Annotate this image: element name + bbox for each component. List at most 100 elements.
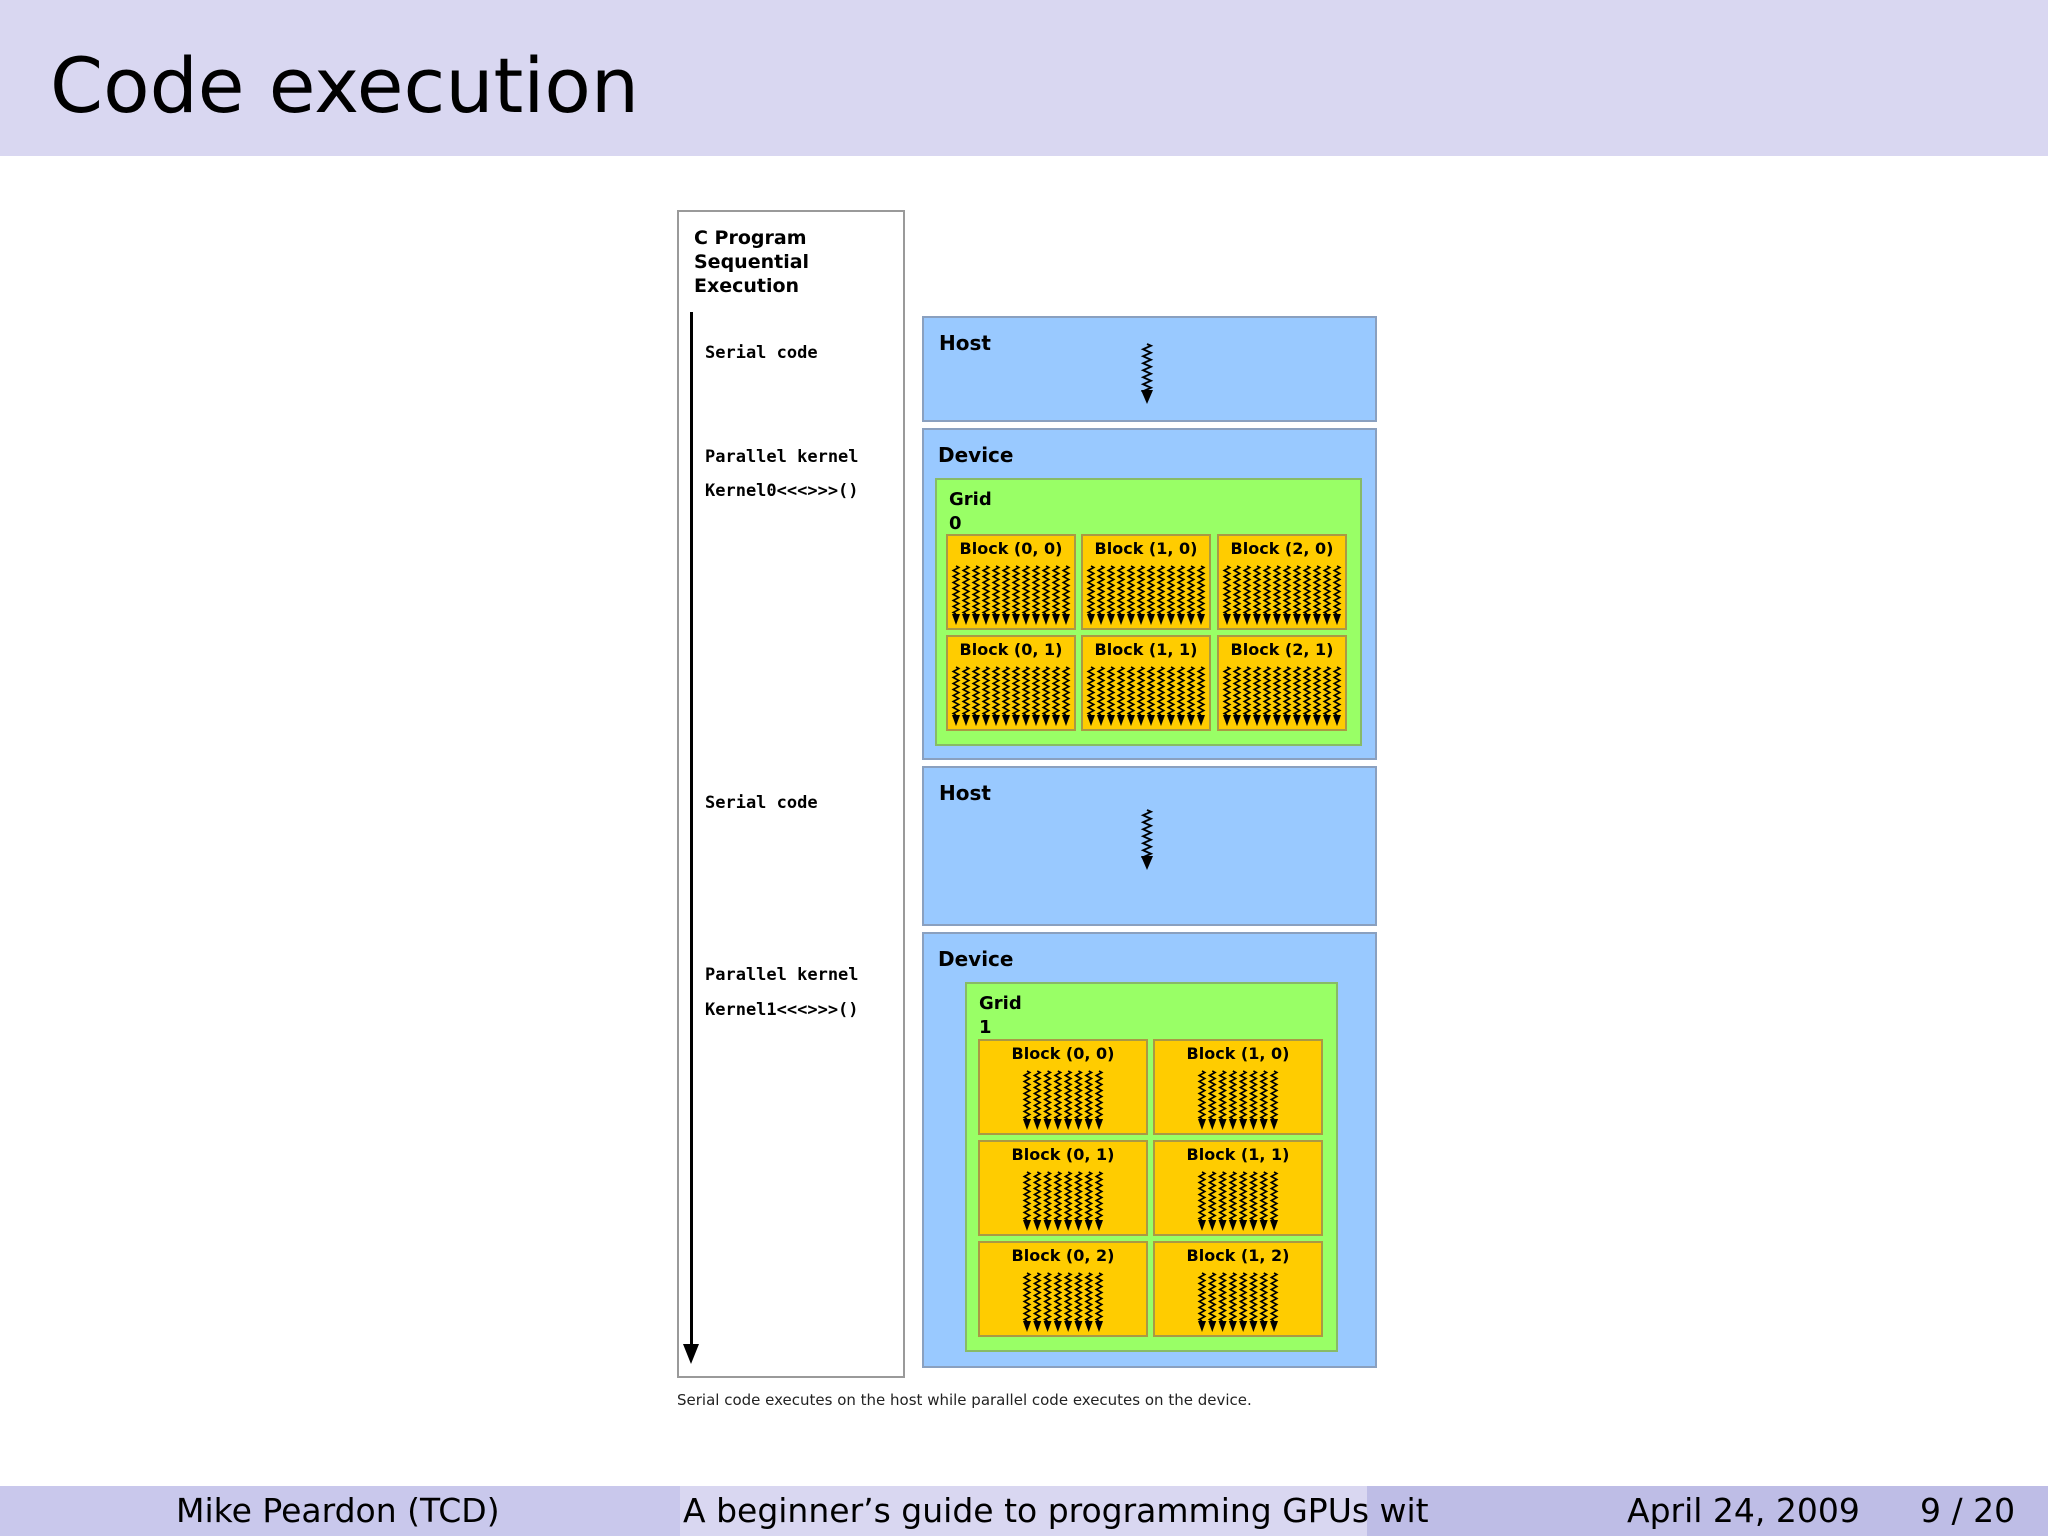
thread-icon: [1073, 1171, 1083, 1221]
host-label: Host: [939, 331, 991, 355]
thread-arrow-icon: [1293, 715, 1301, 726]
thread-arrow-icon: [1022, 715, 1030, 726]
thread-icon-group: [1086, 666, 1206, 726]
kernel-call-label: Kernel0<<<>>>(): [705, 481, 859, 501]
thread-arrow-icon: [1137, 715, 1145, 726]
thread-arrow-icon: [1023, 1119, 1031, 1130]
thread-arrow-icon: [1223, 715, 1231, 726]
thread-arrow-icon: [1033, 1220, 1042, 1231]
thread-arrow-icon: [1087, 614, 1095, 625]
thread-arrow-icon: [1023, 1220, 1031, 1231]
thread-icon: [1156, 565, 1166, 615]
thread-icon: [1228, 1272, 1238, 1322]
thread-icon: [1248, 1070, 1258, 1120]
thread-arrow-icon: [1187, 715, 1195, 726]
host-label: Host: [939, 781, 991, 805]
thread-arrow-icon: [1042, 715, 1050, 726]
thread-icon: [1272, 666, 1282, 716]
thread-icon: [1136, 666, 1146, 716]
thread-icon: [991, 666, 1001, 716]
thread-block: Block (0, 1): [978, 1140, 1148, 1236]
thread-icon: [1218, 1171, 1228, 1221]
thread-arrow-icon: [1263, 614, 1271, 625]
thread-arrow-icon: [1303, 715, 1311, 726]
thread-icon: [1218, 1272, 1228, 1322]
thread-arrow-icon: [1012, 715, 1020, 726]
thread-icon: [1242, 565, 1252, 615]
thread-icon: [1032, 1070, 1042, 1120]
thread-arrow-icon: [1033, 1119, 1042, 1130]
thread-arrow-icon: [952, 614, 960, 625]
program-title-line: Execution: [694, 275, 800, 297]
thread-arrow-icon: [1053, 1321, 1062, 1332]
thread-arrow-icon: [1084, 1220, 1093, 1231]
thread-icon: [1302, 666, 1312, 716]
thread-block: Block (0, 0): [978, 1039, 1148, 1135]
thread-icon: [1228, 1171, 1238, 1221]
thread-block: Block (0, 1): [946, 635, 1076, 731]
thread-icon-group: [951, 666, 1071, 726]
thread-arrow-icon: [1187, 614, 1195, 625]
thread-arrow-icon: [1198, 1220, 1206, 1231]
serial-code-label: Serial code: [705, 793, 818, 813]
block-label: Block (1, 0): [1186, 1044, 1290, 1063]
thread-block: Block (1, 1): [1153, 1140, 1323, 1236]
thread-arrow-icon: [1259, 1321, 1268, 1332]
thread-arrow-icon: [1074, 1220, 1083, 1231]
thread-arrow-icon: [962, 614, 970, 625]
thread-arrow-icon: [1233, 614, 1241, 625]
footer-talk-title: A beginner’s guide to programming GPUs w…: [683, 1491, 1429, 1530]
host-thread-icon: [1140, 343, 1154, 404]
thread-arrow-icon: [1167, 614, 1175, 625]
thread-arrow-icon: [1167, 715, 1175, 726]
thread-icon: [1292, 565, 1302, 615]
thread-icon: [1126, 565, 1136, 615]
footer-date: April 24, 2009: [1627, 1491, 1860, 1530]
thread-arrow-icon: [1198, 1321, 1206, 1332]
thread-arrow-icon: [1197, 614, 1205, 625]
thread-arrow-icon: [1177, 614, 1185, 625]
thread-icon: [1084, 1272, 1094, 1322]
thread-icon: [1053, 1272, 1063, 1322]
thread-icon: [1269, 1070, 1279, 1120]
thread-arrow-icon: [1147, 614, 1155, 625]
thread-arrow-icon: [1303, 614, 1311, 625]
thread-arrow-icon: [962, 715, 970, 726]
program-title-line: C Program: [694, 227, 807, 249]
thread-arrow-icon: [1263, 715, 1271, 726]
thread-arrow-icon: [1313, 614, 1321, 625]
thread-icon: [1196, 666, 1206, 716]
thread-icon: [971, 666, 981, 716]
block-label: Block (1, 0): [1094, 539, 1198, 558]
thread-icon: [1146, 565, 1156, 615]
thread-icon: [1176, 565, 1186, 615]
thread-block: Block (0, 0): [946, 534, 1076, 630]
thread-icon: [1043, 1272, 1053, 1322]
thread-arrow-icon: [1023, 1321, 1031, 1332]
block-label: Block (0, 1): [959, 640, 1063, 659]
thread-icon: [1312, 666, 1322, 716]
thread-icon: [1332, 666, 1342, 716]
thread-arrow-icon: [1233, 715, 1241, 726]
thread-icon: [1053, 1171, 1063, 1221]
thread-arrow-icon: [1052, 715, 1060, 726]
thread-arrow-icon: [1198, 1119, 1206, 1130]
thread-arrow-icon: [1137, 614, 1145, 625]
thread-icon: [1011, 565, 1021, 615]
thread-icon: [1001, 565, 1011, 615]
thread-arrow-icon: [1218, 1321, 1227, 1332]
thread-block: Block (1, 2): [1153, 1241, 1323, 1337]
thread-icon: [1061, 666, 1071, 716]
thread-arrow-icon: [1084, 1321, 1093, 1332]
block-label: Block (1, 2): [1186, 1246, 1290, 1265]
block-label: Block (0, 2): [1011, 1246, 1115, 1265]
thread-arrow-icon: [1127, 614, 1135, 625]
thread-icon: [1238, 1272, 1248, 1322]
thread-icon: [1218, 1070, 1228, 1120]
thread-arrow-icon: [1243, 614, 1251, 625]
host-thread-icon: [1140, 809, 1154, 870]
thread-arrow-icon: [1117, 614, 1125, 625]
block-label: Block (1, 1): [1186, 1145, 1290, 1164]
thread-arrow-icon: [1249, 1220, 1258, 1231]
thread-icon: [1116, 565, 1126, 615]
